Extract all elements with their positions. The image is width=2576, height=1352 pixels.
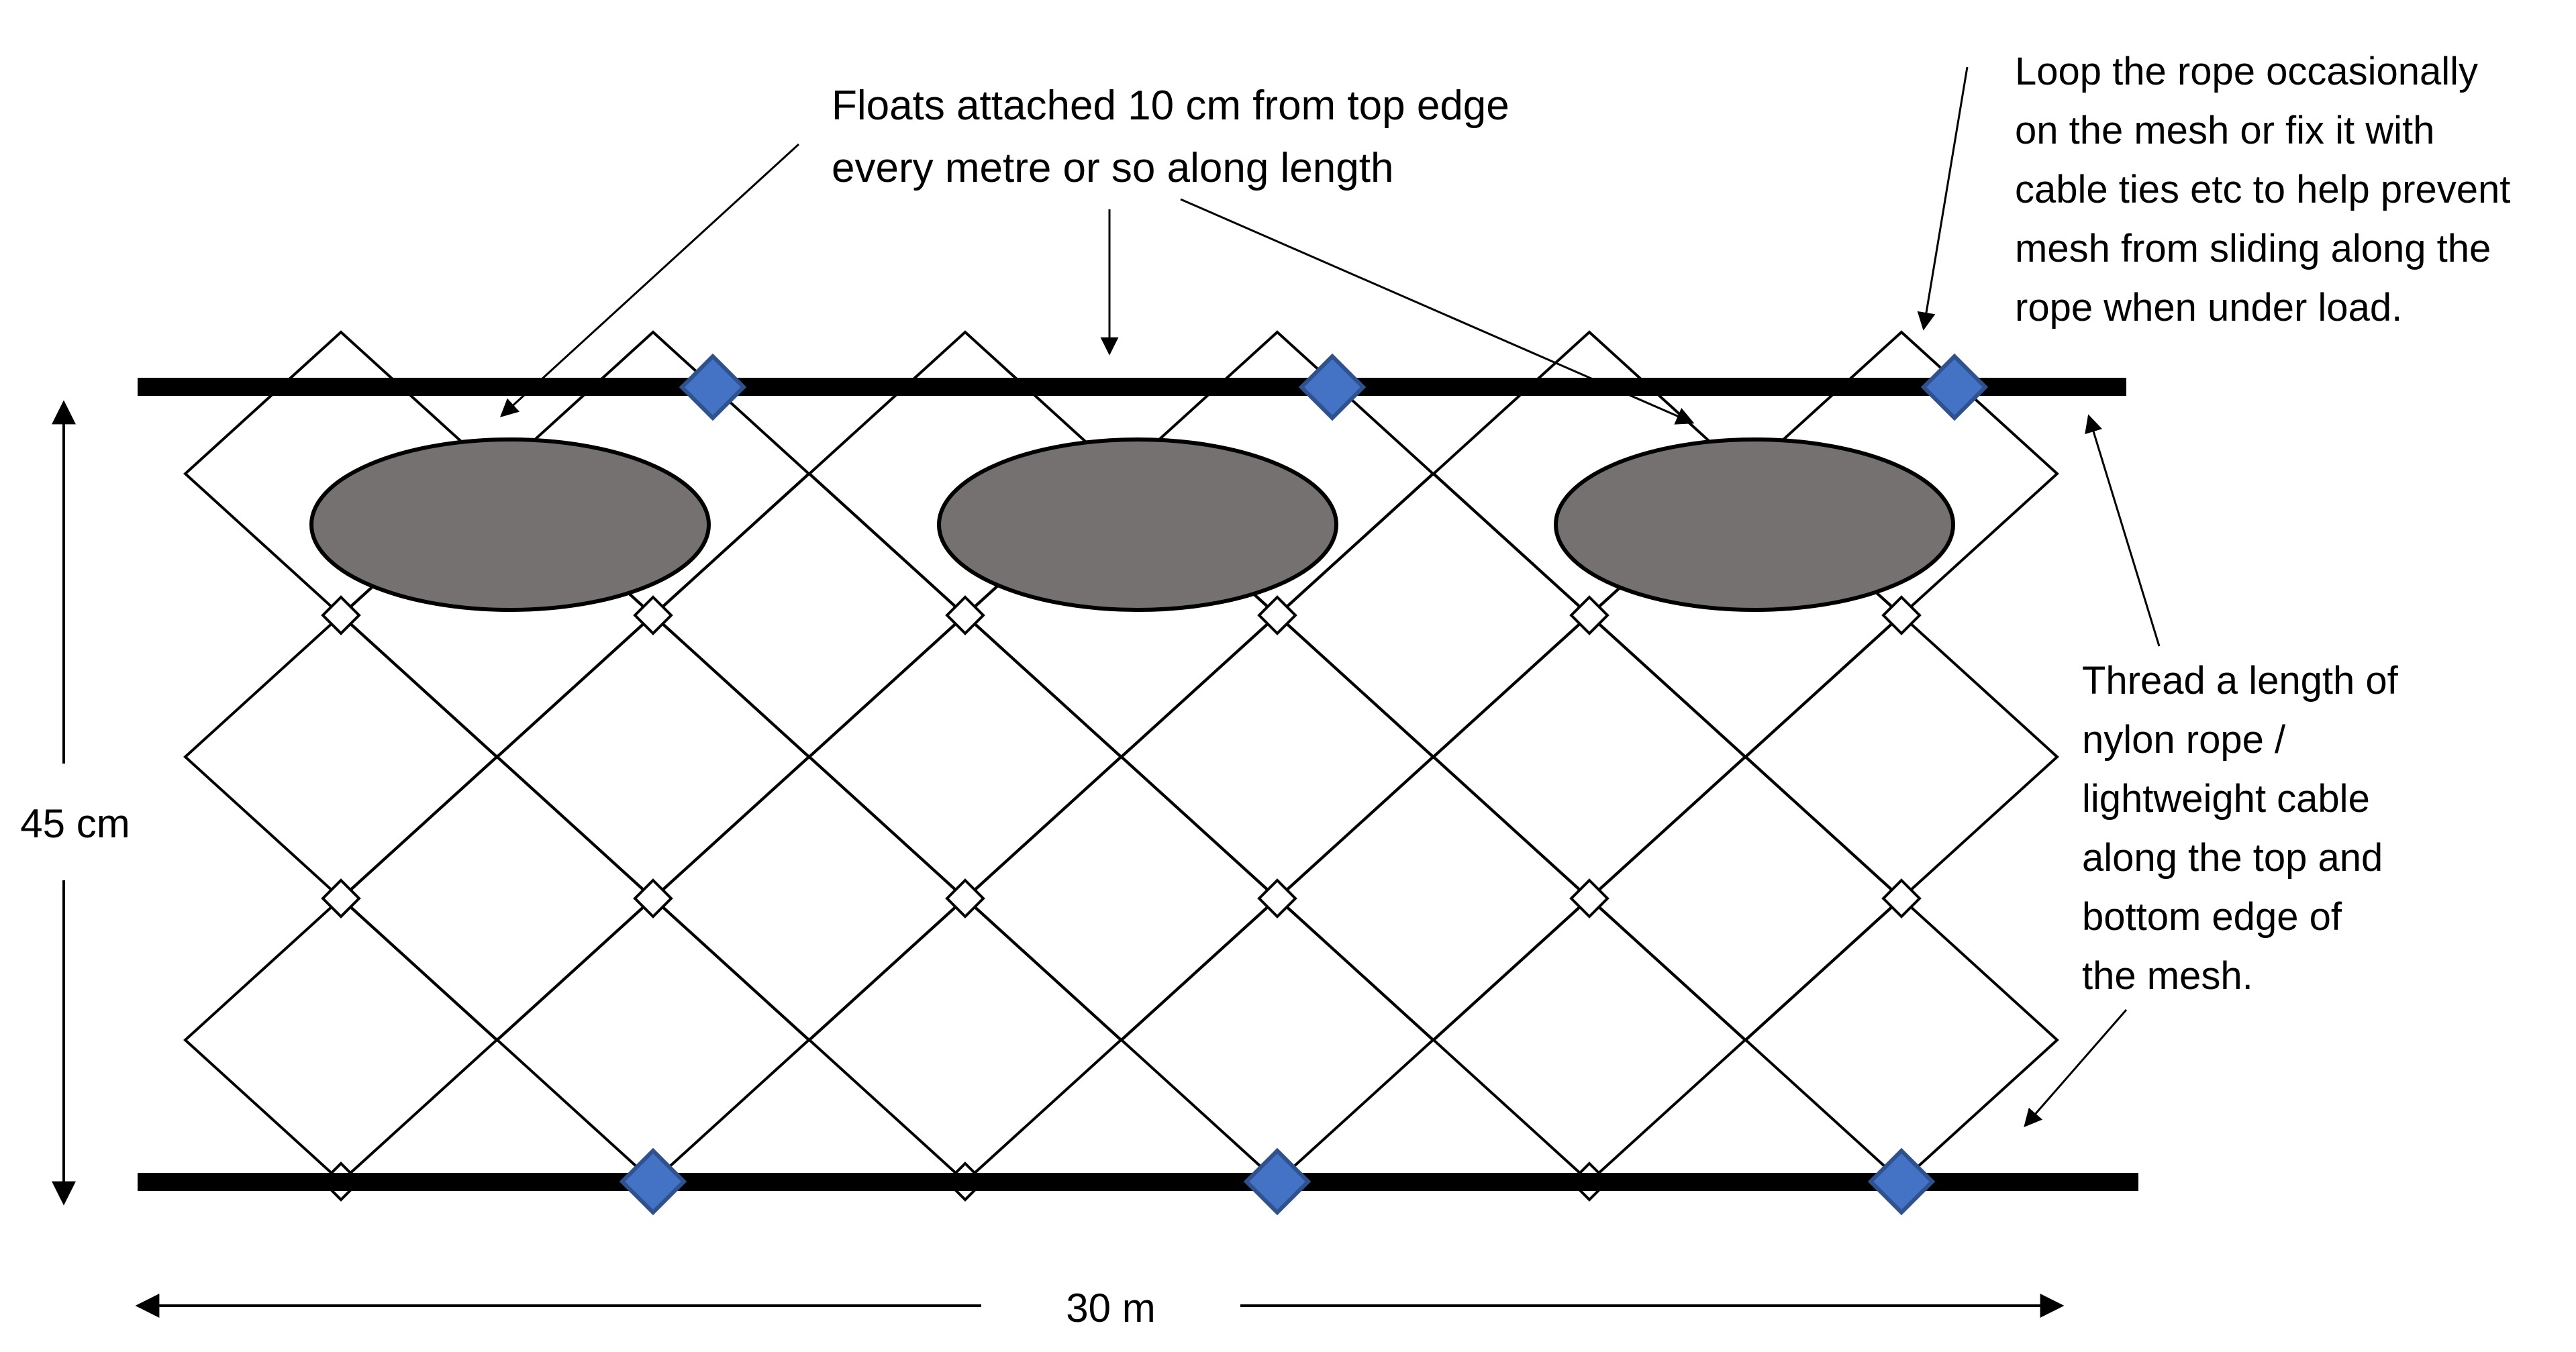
rope-tie-diamond	[1867, 1147, 1936, 1216]
length-dimension-label: 30 m	[1066, 1286, 1155, 1331]
floats-note-line: every metre or so along length	[832, 145, 1393, 191]
thread-note-leader-top	[2085, 414, 2161, 647]
leader-arrows-layer	[500, 66, 2161, 1128]
rope-tie-diamond	[1243, 1147, 1311, 1216]
floats-note-line: Floats attached 10 cm from top edge	[832, 83, 1509, 129]
loop-note-line: Loop the rope occasionally	[2015, 50, 2478, 93]
mesh-diamond	[1120, 613, 1435, 900]
mesh-diamond	[1432, 613, 1747, 900]
mesh-knot-diamond	[945, 878, 985, 919]
thread-note-line: Thread a length of	[2082, 659, 2399, 703]
thread-note-line: along the top and	[2082, 836, 2383, 880]
mesh-knot-diamond	[1257, 595, 1297, 635]
floats-layer	[309, 437, 1955, 612]
float-ellipse	[937, 437, 1338, 612]
rope-tie-diamond	[1298, 353, 1367, 421]
mesh-knot-diamond	[1569, 878, 1609, 919]
mesh-diamond	[183, 896, 499, 1184]
mesh-knot-diamond	[633, 878, 673, 919]
mesh-knot-diamond	[945, 595, 985, 635]
loop-note: Loop the rope occasionally on the mesh o…	[2015, 50, 2510, 329]
mesh-diamond	[1744, 896, 2059, 1184]
mesh-diamond	[1587, 755, 1903, 1042]
rope-tie-diamond	[1920, 353, 1989, 421]
mesh-diamond	[495, 896, 811, 1184]
mesh-knots-layer	[321, 595, 1922, 1202]
ropes-layer	[138, 378, 2138, 1191]
mesh-knot-diamond	[1881, 595, 1922, 635]
float-ellipse	[309, 437, 711, 612]
thread-note: Thread a length of nylon rope / lightwei…	[2082, 659, 2399, 998]
mesh-diamond	[807, 613, 1123, 900]
loop-note-line: mesh from sliding along the	[2015, 227, 2491, 270]
bottom-rope	[138, 1173, 2138, 1191]
mesh-knot-diamond	[1569, 595, 1609, 635]
floats-note: Floats attached 10 cm from top edge ever…	[832, 83, 1509, 191]
thread-note-line: bottom edge of	[2082, 895, 2342, 939]
top-rope	[138, 378, 2126, 396]
loop-note-leader	[1917, 66, 1969, 331]
loop-note-line: on the mesh or fix it with	[2015, 109, 2434, 152]
float-ties-layer	[619, 353, 1989, 1216]
mesh-diamond	[183, 613, 499, 900]
mesh-diamond	[495, 613, 811, 900]
float-ellipse	[1554, 437, 1955, 612]
mesh-knot-diamond	[633, 595, 673, 635]
mesh-diamond	[1432, 896, 1747, 1184]
floats-leader-left	[500, 143, 800, 417]
mesh-diamond	[651, 755, 967, 1042]
mesh-diamond	[963, 755, 1279, 1042]
mesh-knot-diamond	[321, 878, 361, 919]
height-dimension-label: 45 cm	[20, 801, 130, 846]
dimensions-layer	[52, 400, 2065, 1318]
mesh-diamond	[1275, 755, 1591, 1042]
loop-note-line: rope when under load.	[2015, 286, 2402, 329]
mesh-knot-diamond	[1881, 878, 1922, 919]
rope-tie-diamond	[619, 1147, 687, 1216]
mesh-diamond	[807, 896, 1123, 1184]
thread-note-leader-bottom	[2024, 1009, 2128, 1128]
mesh-diamond	[1744, 613, 2059, 900]
thread-note-line: the mesh.	[2082, 954, 2253, 998]
mesh-diamond	[339, 755, 655, 1042]
mesh-diamond	[1120, 896, 1435, 1184]
thread-note-line: lightweight cable	[2082, 777, 2370, 821]
rope-tie-diamond	[679, 353, 747, 421]
thread-note-line: nylon rope /	[2082, 718, 2286, 762]
floats-leader-right	[1180, 198, 1695, 425]
mesh-knot-diamond	[321, 595, 361, 635]
mesh-knot-diamond	[1257, 878, 1297, 919]
loop-note-line: cable ties etc to help prevent	[2015, 168, 2510, 211]
